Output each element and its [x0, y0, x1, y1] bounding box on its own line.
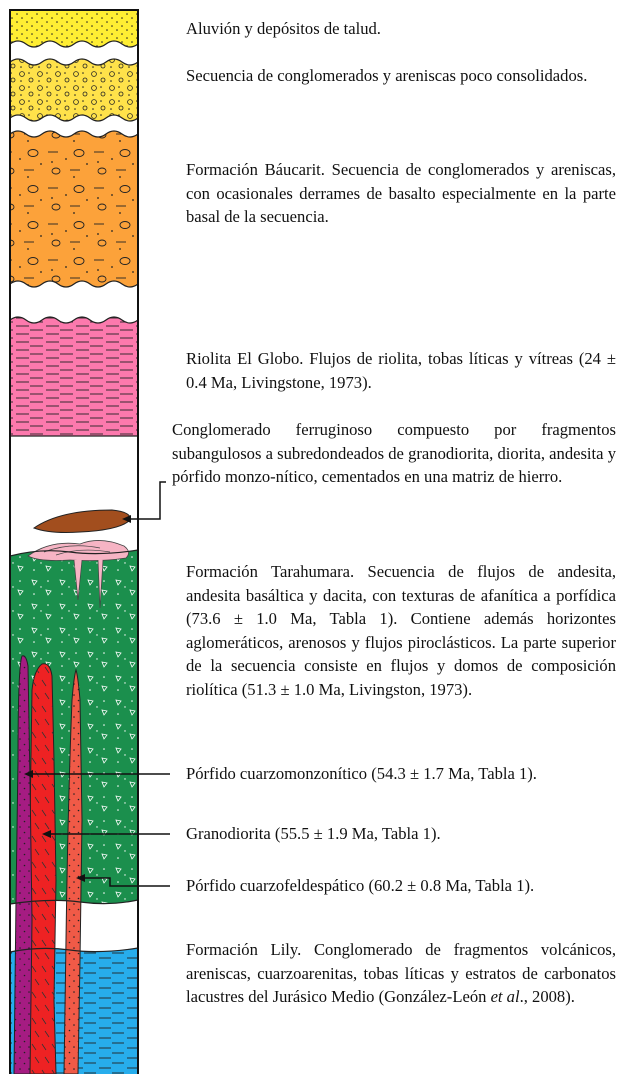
label-secuencia-conglomerados: Secuencia de conglomerados y areniscas p… [186, 66, 588, 85]
leader-lines [30, 481, 170, 887]
column-frame [9, 9, 139, 1074]
label-tarahumara: Formación Tarahumara. Secuencia de flujo… [186, 562, 616, 699]
label-granodiorita: Granodiorita (55.5 ± 1.9 Ma, Tabla 1). [186, 824, 441, 843]
label-riolita-el-globo: Riolita El Globo. Flujos de riolita, tob… [186, 349, 616, 392]
label-lily-tail: ., 2008). [519, 987, 575, 1007]
label-aluvion: Aluvión y depósitos de talud. [186, 19, 381, 38]
label-baucarit: Formación Báucarit. Secuencia de conglom… [186, 160, 616, 227]
label-porfido-cuarzomonzonitico: Pórfido cuarzomonzonítico (54.3 ± 1.7 Ma… [186, 764, 537, 783]
arrowhead-granodiorita [42, 830, 51, 838]
leader-cuarzofeldespatico [82, 877, 170, 887]
leader-conglomerado-ferruginoso [128, 481, 166, 520]
label-porfido-cuarzofeldespatico: Pórfido cuarzofeldespático (60.2 ± 0.8 M… [186, 876, 535, 895]
label-lily-etal: et al [490, 987, 520, 1007]
label-lily-main: Formación Lily. Conglomerado de fragment… [186, 940, 616, 1007]
arrowhead-cuarzomonzonitico [24, 770, 33, 778]
arrowhead-cuarzofeldespatico [76, 874, 85, 882]
arrowhead-ferruginoso [122, 515, 131, 523]
label-conglomerado-ferruginoso: Conglomerado ferruginoso compuesto por f… [172, 420, 616, 487]
label-lily: Formación Lily. Conglomerado de fragment… [186, 938, 616, 1009]
